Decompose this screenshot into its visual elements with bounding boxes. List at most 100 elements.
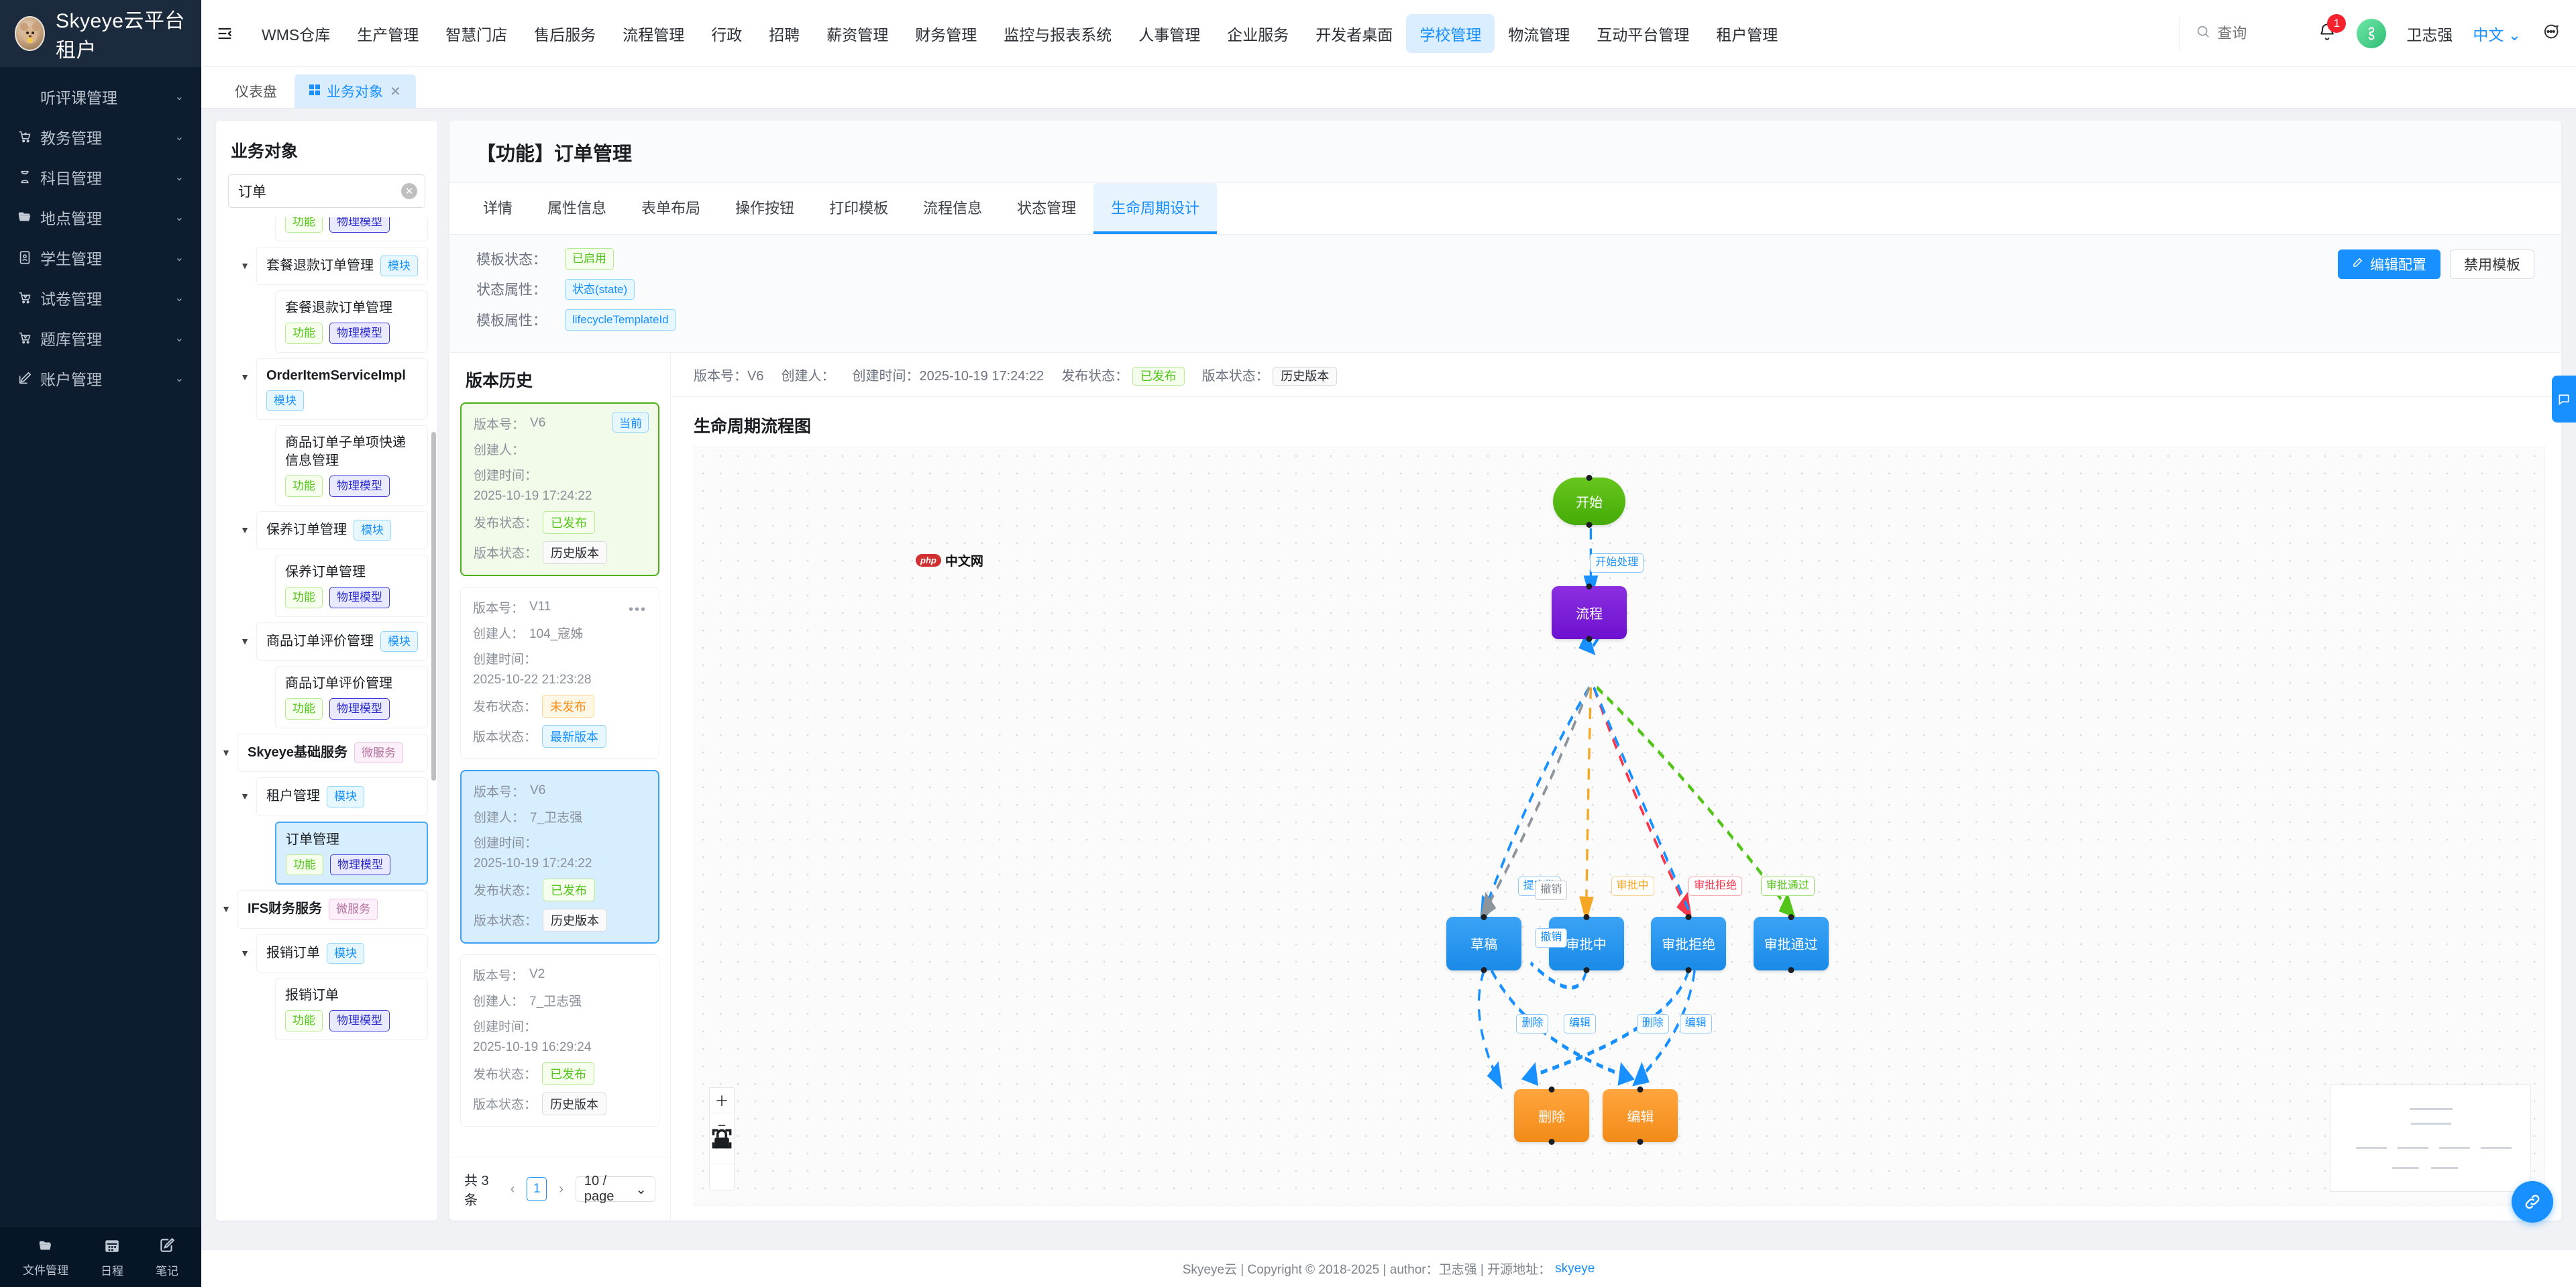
nav-item-8[interactable]: 财务管理 xyxy=(915,25,977,44)
tree-caret-icon[interactable]: ▼ xyxy=(240,524,250,535)
node-port-bottom[interactable] xyxy=(1586,635,1593,642)
node-port-bottom[interactable] xyxy=(1586,522,1593,528)
edge-label-delete-1[interactable]: 删除 xyxy=(1516,1014,1549,1034)
chevron-left-icon[interactable]: ‹ xyxy=(510,1181,515,1196)
brand-header[interactable]: Skyeye云平台租户 xyxy=(0,0,201,67)
node-port-bottom[interactable] xyxy=(1548,1138,1555,1145)
edge-label-withdraw-2[interactable]: 撤销 xyxy=(1535,928,1568,948)
tree-node-card[interactable]: 套餐退款订单管理模块 xyxy=(256,246,428,285)
page-number-button[interactable]: 1 xyxy=(527,1177,547,1201)
content-tab-2[interactable]: 表单布局 xyxy=(641,200,701,217)
edge-label-edit-2[interactable]: 编辑 xyxy=(1679,1014,1712,1034)
tree-caret-icon[interactable]: ▼ xyxy=(240,635,250,647)
edit-config-button[interactable]: 编辑配置 xyxy=(2338,249,2440,279)
zoom-in-icon[interactable]: ＋ xyxy=(710,1088,734,1113)
tree-node-card[interactable]: 报销订单模块 xyxy=(256,934,428,972)
edge-label-delete-2[interactable]: 删除 xyxy=(1636,1014,1669,1034)
tree-scrollbar[interactable] xyxy=(431,432,436,781)
node-port-bottom[interactable] xyxy=(1685,966,1692,973)
tree-node-card[interactable]: Skyeye基础服务微服务 xyxy=(237,733,428,772)
content-tab-7[interactable]: 生命周期设计 xyxy=(1093,183,1218,234)
nav-item-0[interactable]: WMS仓库 xyxy=(262,25,331,44)
nav-item-10[interactable]: 人事管理 xyxy=(1138,25,1201,44)
global-search[interactable] xyxy=(2179,16,2298,50)
tree-caret-icon[interactable]: ▼ xyxy=(221,746,231,758)
sidebar-shortcut-1[interactable]: 日程 xyxy=(101,1237,123,1278)
content-tab-6[interactable]: 状态管理 xyxy=(1017,200,1077,217)
tree-node-card[interactable]: 商品订单子单项快递信息管理功能物理模型 xyxy=(275,425,428,506)
diagram-node-start[interactable]: 开始 xyxy=(1553,474,1625,528)
footer-link[interactable]: skyeye xyxy=(1555,1261,1595,1276)
content-tab-0[interactable]: 详情 xyxy=(483,200,513,217)
sidebar-item-0[interactable]: 听评课管理⌄ xyxy=(0,76,201,117)
edge-label-start-process[interactable]: 开始处理 xyxy=(1590,553,1644,573)
content-tab-3[interactable]: 操作按钮 xyxy=(735,200,795,217)
sidebar-shortcut-2[interactable]: 笔记 xyxy=(156,1237,178,1278)
node-port-top[interactable] xyxy=(1548,1086,1555,1093)
more-dots-icon[interactable]: ••• xyxy=(628,602,647,617)
clear-circle-icon[interactable]: ✕ xyxy=(401,183,417,199)
message-icon[interactable] xyxy=(2552,376,2576,423)
tree-caret-icon[interactable]: ▼ xyxy=(221,903,231,914)
tree-node-card[interactable]: 商品订单评价管理模块 xyxy=(256,622,428,661)
language-switcher[interactable]: 中文 ⌄ xyxy=(2473,25,2521,44)
content-tab-4[interactable]: 打印模板 xyxy=(829,200,889,217)
nav-item-2[interactable]: 智慧门店 xyxy=(445,25,508,44)
nav-item-6[interactable]: 招聘 xyxy=(769,25,800,44)
edge-label-approved[interactable]: 审批通过 xyxy=(1760,877,1815,896)
node-port-top[interactable] xyxy=(1685,914,1692,921)
diagram-node-draft[interactable]: 草稿 xyxy=(1446,914,1522,973)
workspace-tab-1[interactable]: 业务对象✕ xyxy=(294,74,416,108)
nav-item-5[interactable]: 行政 xyxy=(711,25,743,44)
content-tab-5[interactable]: 流程信息 xyxy=(923,200,983,217)
node-port-top[interactable] xyxy=(1481,914,1487,921)
tree-node-card[interactable]: 订单管理功能物理模型 xyxy=(275,821,428,885)
node-port-bottom[interactable] xyxy=(1583,966,1590,973)
close-icon[interactable]: ✕ xyxy=(390,84,401,99)
sidebar-item-7[interactable]: 账户管理⌄ xyxy=(0,358,201,398)
menu-collapse-icon[interactable] xyxy=(201,24,248,43)
canvas-minimap[interactable] xyxy=(2330,1084,2531,1192)
edge-label-approving[interactable]: 审批中 xyxy=(1611,877,1654,896)
diagram-node-edit[interactable]: 编辑 xyxy=(1603,1086,1678,1145)
nav-item-15[interactable]: 互动平台管理 xyxy=(1597,25,1690,44)
tree-caret-icon[interactable]: ▼ xyxy=(240,791,250,801)
lock-icon[interactable] xyxy=(710,1129,734,1190)
tree-caret-icon[interactable]: ▼ xyxy=(240,260,250,271)
nav-item-13[interactable]: 学校管理 xyxy=(1406,13,1495,53)
disable-template-button[interactable]: 禁用模板 xyxy=(2450,249,2534,279)
business-object-search-input[interactable] xyxy=(228,174,425,208)
bell-icon[interactable]: 1 xyxy=(2318,14,2347,44)
node-port-bottom[interactable] xyxy=(1637,1138,1644,1145)
node-port-top[interactable] xyxy=(1583,914,1590,921)
nav-item-11[interactable]: 企业服务 xyxy=(1227,25,1289,44)
sidebar-item-1[interactable]: 教务管理⌄ xyxy=(0,117,201,157)
edge-label-withdraw[interactable]: 撤销 xyxy=(1535,880,1568,900)
link-icon[interactable] xyxy=(2512,1181,2553,1223)
nav-item-1[interactable]: 生产管理 xyxy=(357,25,419,44)
edge-label-edit-1[interactable]: 编辑 xyxy=(1564,1014,1597,1034)
nav-item-12[interactable]: 开发者桌面 xyxy=(1316,25,1393,44)
diagram-node-flow[interactable]: 流程 xyxy=(1552,583,1627,642)
tree-caret-icon[interactable]: ▼ xyxy=(240,947,250,958)
nav-item-9[interactable]: 监控与报表系统 xyxy=(1004,25,1112,44)
node-port-top[interactable] xyxy=(1637,1086,1644,1093)
tree-node-card[interactable]: 租户管理模块 xyxy=(256,777,428,816)
workspace-tab-0[interactable]: 仪表盘 xyxy=(220,74,292,108)
nav-item-4[interactable]: 流程管理 xyxy=(623,25,685,44)
nav-item-14[interactable]: 物流管理 xyxy=(1508,25,1570,44)
chat-bubble-icon[interactable] xyxy=(2541,22,2560,44)
tree-node-card[interactable]: 报销订单功能物理模型 xyxy=(275,978,428,1040)
page-size-select[interactable]: 10 / page ⌄ xyxy=(575,1174,655,1204)
nav-item-3[interactable]: 售后服务 xyxy=(534,25,596,44)
tree-node-card[interactable]: 套餐退款订单管理功能物理模型 xyxy=(275,290,428,353)
node-port-bottom[interactable] xyxy=(1481,966,1487,973)
fit-view-icon[interactable] xyxy=(710,1129,734,1164)
avatar[interactable] xyxy=(2357,18,2387,48)
lifecycle-canvas[interactable]: php 中文网 xyxy=(694,446,2545,1206)
tree-node-card[interactable]: IFS财务服务微服务 xyxy=(237,890,428,929)
